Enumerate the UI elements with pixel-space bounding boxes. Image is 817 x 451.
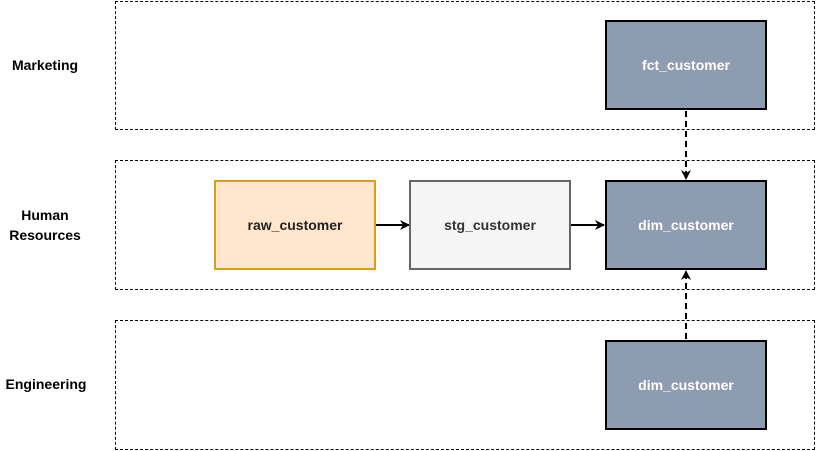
- lane-engineering: [115, 320, 815, 450]
- lane-human-resources: [115, 160, 815, 290]
- node-dim-customer-hr-label: dim_customer: [638, 217, 734, 233]
- lane-marketing: [115, 1, 815, 130]
- node-dim-customer-eng-label: dim_customer: [638, 377, 734, 393]
- node-fct-customer-label: fct_customer: [642, 57, 730, 73]
- lane-label-marketing: Marketing: [11, 57, 79, 73]
- node-dim-customer-eng[interactable]: dim_customer: [605, 340, 767, 430]
- node-stg-customer-label: stg_customer: [444, 217, 536, 233]
- lane-label-engineering: Engineering: [5, 376, 87, 392]
- node-dim-customer-hr[interactable]: dim_customer: [605, 180, 767, 270]
- node-stg-customer[interactable]: stg_customer: [409, 180, 571, 270]
- node-fct-customer[interactable]: fct_customer: [605, 20, 767, 110]
- node-raw-customer-label: raw_customer: [247, 217, 343, 233]
- lane-label-human-resources: Human Resources: [9, 207, 81, 243]
- node-raw-customer[interactable]: raw_customer: [214, 180, 376, 270]
